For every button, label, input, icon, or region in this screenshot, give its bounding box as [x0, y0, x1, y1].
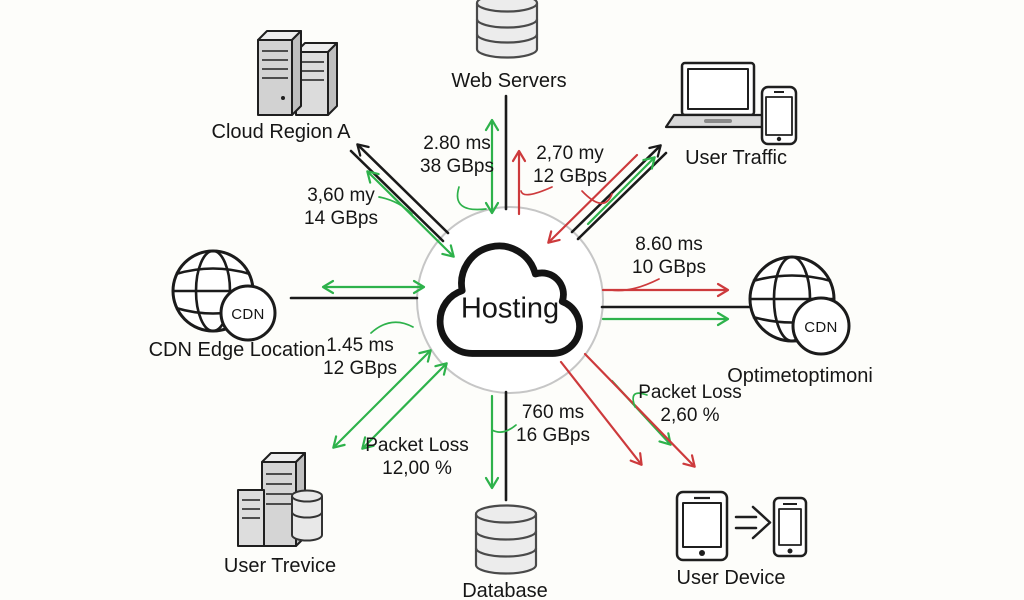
metric-line: 16 GBps	[516, 425, 590, 447]
label-leaders	[370, 186, 660, 433]
node-label-user-traffic: User Traffic	[685, 147, 787, 169]
node-label-cdn-edge-location: CDN Edge Location	[148, 339, 326, 361]
metric-database: 760 ms 16 GBps	[516, 401, 590, 447]
arrow-red-user-device-2	[583, 352, 696, 468]
leader-user-traffic-1	[520, 186, 553, 196]
metric-line: 760 ms	[521, 402, 585, 423]
metric-line: 14 GBps	[304, 208, 378, 230]
tablet-to-phone-icon	[675, 490, 808, 562]
arrow-red-user-traffic	[547, 153, 639, 244]
node-label-user-device: User Device	[676, 567, 786, 589]
metric-line: 1.45 ms	[326, 335, 394, 356]
metric-cloud-region-a: 3,60 my 14 GBps	[304, 184, 378, 230]
metric-cdn-optimized: 8.60 ms 10 GBps	[632, 233, 706, 279]
small-database-icon	[291, 489, 323, 542]
metric-line: Packet Loss	[638, 382, 742, 403]
metric-line: 10 GBps	[632, 257, 706, 279]
server-rack-icon	[257, 30, 338, 116]
metric-packet-loss-left: Packet Loss 12,00 %	[365, 434, 469, 480]
arrow-green-user-traffic	[586, 156, 656, 226]
cdn-badge-label: CDN	[804, 319, 837, 336]
smartphone-icon	[772, 496, 808, 558]
arrow-red-user-device-1	[559, 360, 643, 466]
leader-cdn-optimized	[610, 278, 660, 292]
metric-line: 12,00 %	[382, 458, 452, 480]
cdn-badge-circle	[791, 296, 851, 356]
cdn-badge-circle	[219, 284, 277, 342]
node-label-user-trevice: User Trevice	[223, 555, 337, 577]
smartphone-icon	[760, 85, 798, 146]
arrow-green-user-trevice-2	[361, 362, 448, 450]
cdn-badge-label: CDN	[231, 306, 264, 323]
metric-line: 12 GBps	[533, 166, 607, 188]
cloud-icon	[436, 242, 583, 357]
laptop-icon	[664, 61, 772, 129]
globe-cdn-icon: CDN	[171, 249, 277, 342]
metric-user-traffic: 2,70 my 12 GBps	[533, 142, 607, 188]
hosting-node	[416, 206, 604, 394]
leader-user-traffic-2	[581, 190, 613, 205]
leader-cloud-region	[378, 196, 413, 215]
arrow-green-cloud-region	[366, 170, 455, 258]
metric-line: 38 GBps	[420, 156, 494, 178]
metric-web-servers: 2.80 ms 38 GBps	[420, 132, 494, 178]
database-stack-icon	[475, 0, 539, 59]
leader-packet-loss-right	[632, 392, 648, 408]
metric-line: 12 GBps	[323, 358, 397, 380]
leader-webservers	[456, 186, 487, 211]
globe-cdn-icon: CDN	[748, 255, 851, 356]
metric-line: 3,60 my	[307, 185, 375, 206]
server-cluster-icon	[237, 452, 323, 547]
metric-line: 2,70 my	[536, 143, 604, 164]
node-label-database: Database	[462, 580, 548, 600]
metric-line: 2.80 ms	[423, 133, 491, 154]
node-label-cloud-region-a: Cloud Region A	[211, 121, 351, 143]
leader-database	[491, 424, 517, 433]
database-icon	[474, 504, 538, 575]
transform-arrow-icon	[734, 505, 772, 540]
node-label-web-servers: Web Servers	[451, 70, 567, 92]
laptop-and-phone-icon	[664, 61, 798, 146]
leader-cdn-edge	[370, 321, 414, 334]
metric-line: Packet Loss	[365, 435, 469, 456]
hosting-label: Hosting	[460, 292, 560, 325]
metric-cdn-edge: 1.45 ms 12 GBps	[323, 334, 397, 380]
metric-line: 8.60 ms	[635, 234, 703, 255]
node-label-cdn-optimized: Optimetoptimoni	[727, 365, 873, 387]
metric-packet-loss-right: Packet Loss 2,60 %	[638, 381, 742, 427]
tablet-icon	[675, 490, 729, 562]
metric-line: 2,60 %	[660, 405, 720, 427]
